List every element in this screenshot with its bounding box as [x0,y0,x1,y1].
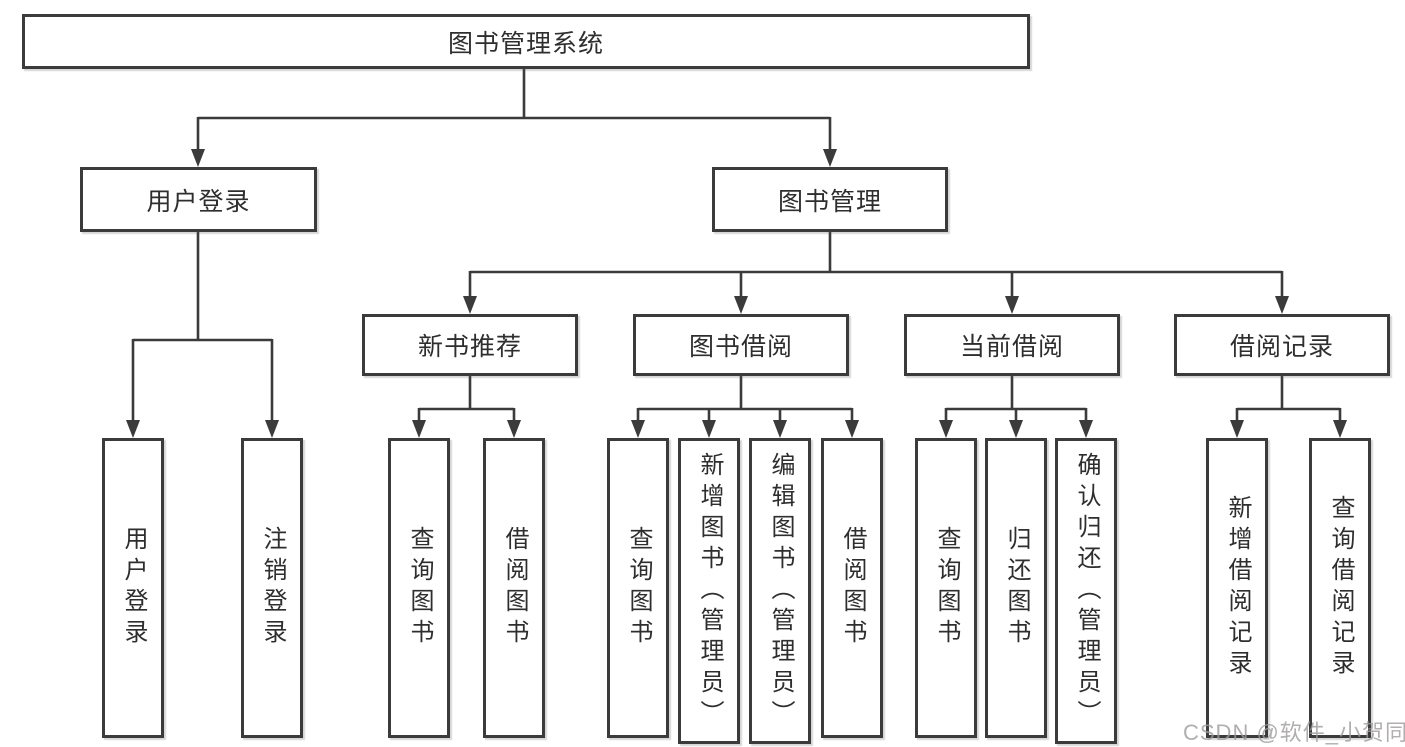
leaf-user-login-label: 用户登录 [120,526,147,650]
leaf-add-book-admin: 新增图书（管理员） [678,438,740,744]
leaf-confirm-return-admin: 确认归还（管理员） [1055,438,1117,744]
leaf-borrow-book-borrowing: 借阅图书 [821,438,883,738]
leaf-borrow-book-recommend-label: 借阅图书 [501,526,528,650]
leaf-user-login: 用户登录 [102,438,164,738]
node-book-management-label: 图书管理 [777,187,882,216]
leaf-query-borrow-record: 查询借阅记录 [1309,438,1371,738]
leaf-edit-book-admin: 编辑图书（管理员） [749,438,811,744]
leaf-confirm-return-admin-label: 确认归还（管理员） [1073,451,1100,731]
leaf-logout-label: 注销登录 [259,526,286,650]
leaf-return-book-label: 归还图书 [1003,526,1030,650]
watermark: CSDN @软件_小贺同学 [1183,720,1405,745]
node-current-borrowing: 当前借阅 [904,314,1120,376]
leaf-edit-book-admin-label: 编辑图书（管理员） [767,451,794,731]
node-borrowing-records-label: 借阅记录 [1229,333,1334,361]
leaf-query-book-current-label: 查询图书 [933,526,960,650]
leaf-add-borrow-record: 新增借阅记录 [1206,438,1268,738]
leaf-query-book-borrowing: 查询图书 [607,438,669,738]
node-root: 图书管理系统 [22,14,1030,69]
leaf-borrow-book-recommend: 借阅图书 [483,438,545,738]
node-book-borrowing-label: 图书借阅 [688,333,793,361]
leaf-query-book-recommend: 查询图书 [388,438,450,738]
leaf-logout: 注销登录 [241,438,303,738]
node-new-book-recommend-label: 新书推荐 [417,333,522,361]
node-book-borrowing: 图书借阅 [633,314,849,376]
node-root-label: 图书管理系统 [447,29,604,58]
leaf-add-borrow-record-label: 新增借阅记录 [1224,495,1251,681]
leaf-query-book-borrowing-label: 查询图书 [625,526,652,650]
node-book-management: 图书管理 [712,167,948,232]
leaf-query-book-current: 查询图书 [915,438,977,738]
node-current-borrowing-label: 当前借阅 [959,333,1064,361]
leaf-borrow-book-borrowing-label: 借阅图书 [839,526,866,650]
leaf-add-book-admin-label: 新增图书（管理员） [696,451,723,731]
leaf-query-borrow-record-label: 查询借阅记录 [1327,495,1354,681]
leaf-query-book-recommend-label: 查询图书 [406,526,433,650]
node-user-login-label: 用户登录 [146,187,251,216]
node-user-login: 用户登录 [80,167,317,232]
node-new-book-recommend: 新书推荐 [362,314,578,376]
leaf-return-book: 归还图书 [985,438,1047,738]
node-borrowing-records: 借阅记录 [1174,314,1390,376]
